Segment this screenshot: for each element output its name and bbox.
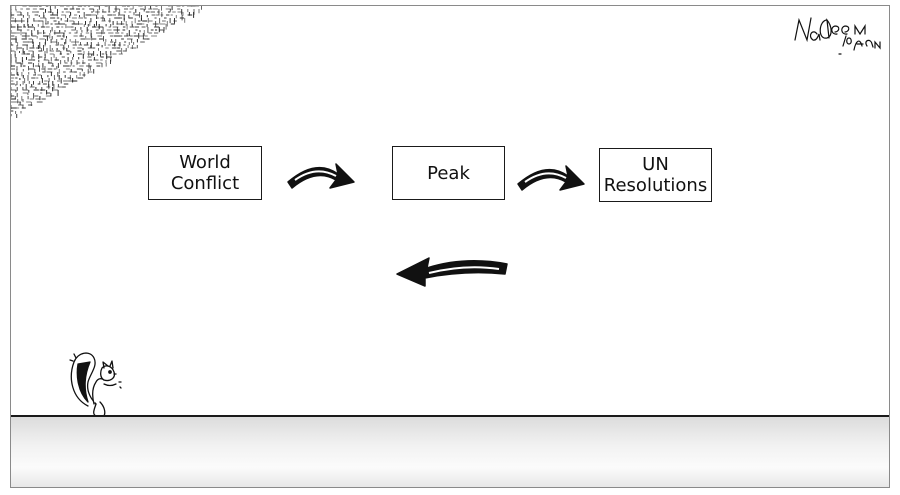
peak-box: Peak <box>392 146 505 200</box>
arrow-right-1-icon <box>287 163 355 189</box>
cross-hatch-shading <box>11 6 202 118</box>
artist-signature <box>794 17 881 55</box>
squirrel-mascot <box>69 352 122 418</box>
un-resolutions-box: UN Resolutions <box>599 148 712 202</box>
arrow-right-2-icon <box>517 165 585 191</box>
arrow-back-icon <box>396 257 508 287</box>
ground-line <box>11 415 889 417</box>
world-conflict-box: World Conflict <box>148 146 262 200</box>
ground-area <box>11 417 889 487</box>
cartoon-frame: World Conflict Peak UN Resolutions <box>10 5 890 488</box>
